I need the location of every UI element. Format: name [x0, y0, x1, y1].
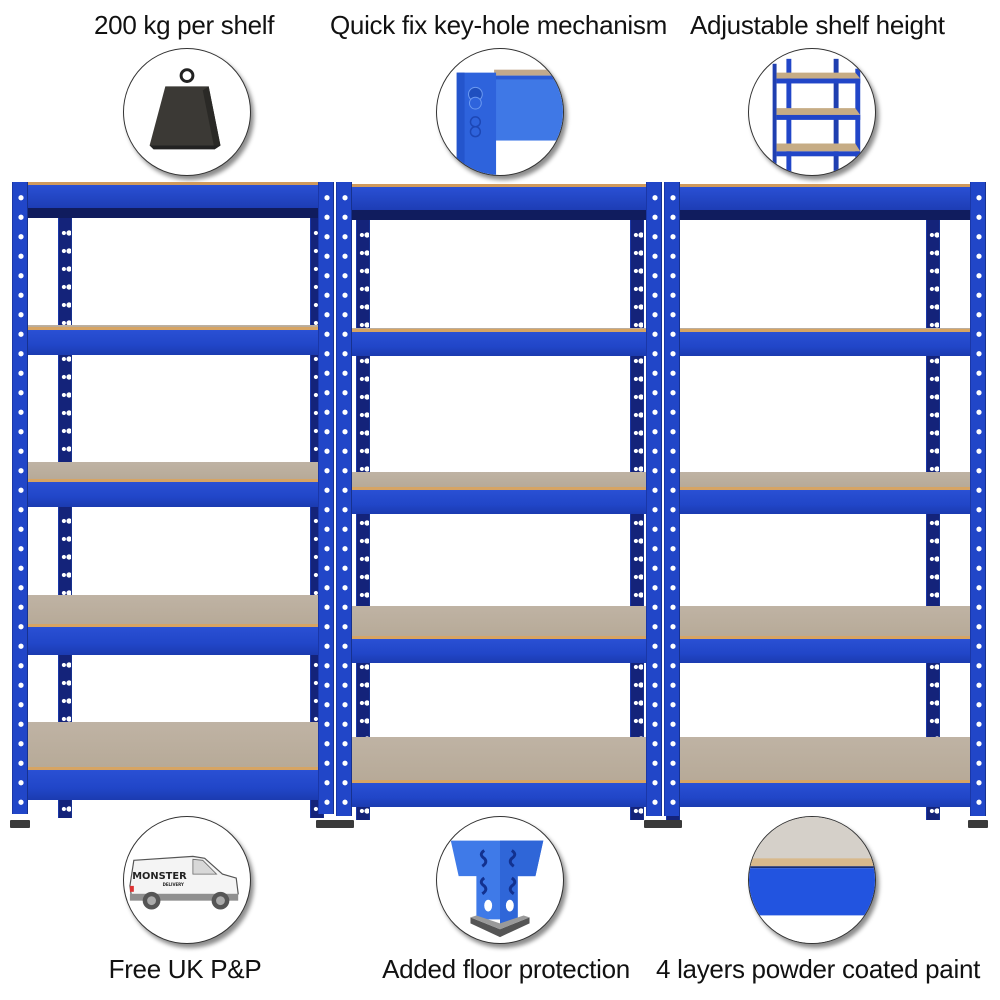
delivery-badge: MONSTER DELIVERY [123, 816, 251, 944]
keyhole-badge [436, 48, 564, 176]
shelving-unit-1 [10, 182, 336, 828]
van-brand-text: MONSTER [132, 871, 187, 882]
rear-post-right [926, 220, 940, 820]
weight-badge [123, 48, 251, 176]
shelf-2 [24, 325, 324, 355]
shelving-unit-3 [662, 182, 992, 828]
feature-caption-weight: 200 kg per shelf [94, 10, 275, 40]
floor-protection-badge [436, 816, 564, 944]
paint-badge [748, 816, 876, 944]
shelf-2 [350, 328, 652, 356]
front-post-right [318, 182, 334, 814]
shelf-2 [678, 328, 974, 356]
shelf-3 [350, 472, 652, 520]
top-frame [344, 184, 652, 210]
front-post-right [646, 182, 662, 816]
feature-caption-delivery: Free UK P&P [108, 954, 262, 984]
front-post-right [970, 182, 986, 816]
shelf-3 [678, 472, 974, 520]
front-post-left [336, 182, 352, 816]
floor-foot-icon [450, 840, 544, 938]
rear-post-right [630, 220, 644, 820]
top-frame [676, 184, 976, 210]
shelf-4 [24, 595, 324, 657]
shelf-4 [350, 606, 652, 664]
feature-caption-floor-protection: Added floor protection [382, 954, 630, 984]
top-frame [18, 182, 324, 208]
shelving-unit-2 [334, 182, 664, 828]
rear-post-left [58, 218, 72, 818]
feature-caption-paint: 4 layers powder coated paint [656, 954, 981, 984]
weight-icon [149, 68, 221, 150]
front-post-left [664, 182, 680, 816]
feature-caption-keyhole: Quick fix key-hole mechanism [330, 10, 667, 40]
shelving-unit-icon [772, 58, 861, 175]
delivery-van-icon: MONSTER DELIVERY [129, 855, 239, 910]
shelf-5 [24, 722, 324, 804]
shelf-3 [24, 462, 324, 512]
van-brand-subtext: DELIVERY [163, 882, 184, 887]
shelf-5 [350, 737, 652, 813]
front-post-left [12, 182, 28, 814]
rear-post-left [356, 220, 370, 820]
adjustable-badge [748, 48, 876, 176]
keyhole-bracket-icon [456, 69, 563, 175]
shelf-4 [678, 606, 974, 664]
shelf-5 [678, 737, 974, 813]
paint-layer-icon [749, 817, 875, 943]
feature-caption-adjustable: Adjustable shelf height [690, 10, 945, 40]
